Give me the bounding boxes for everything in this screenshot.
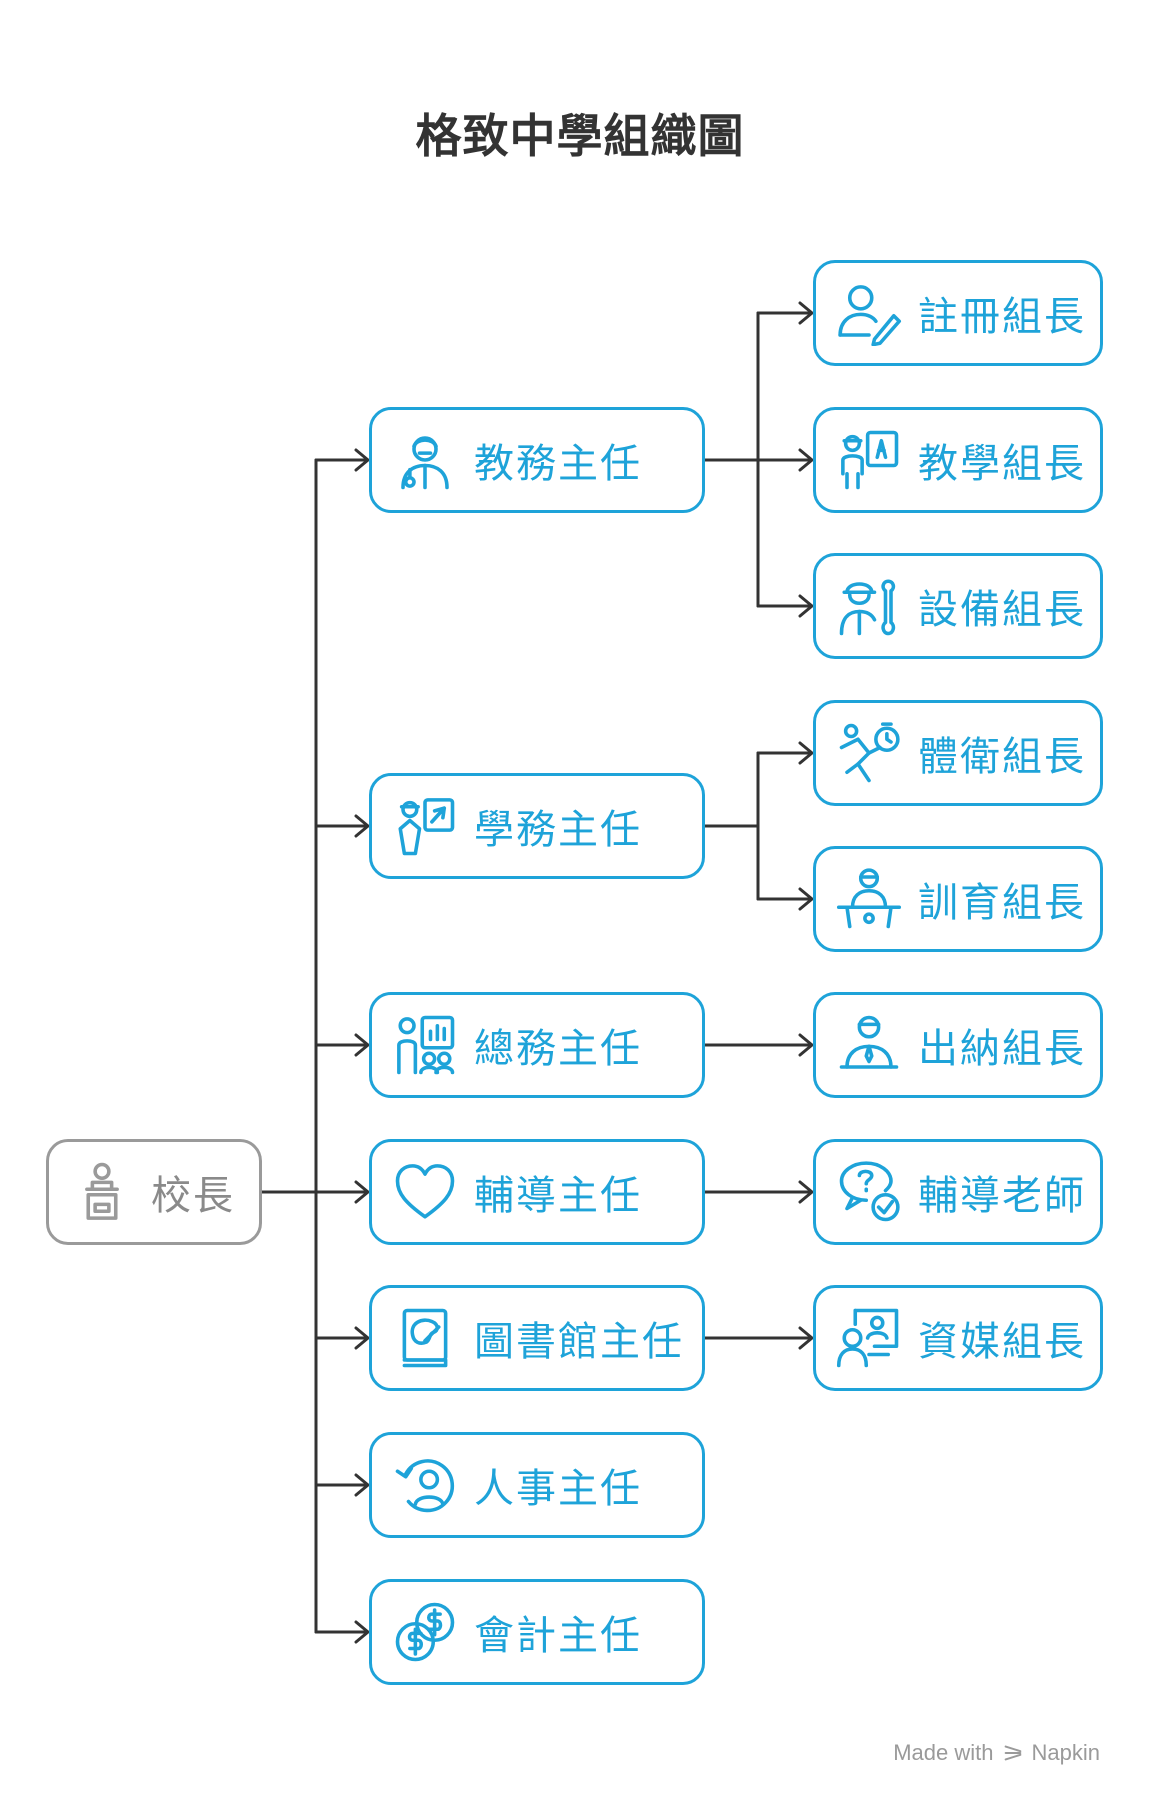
node-label: 會計主任 — [474, 1613, 642, 1659]
node-section-teaching[interactable]: 教學組長 — [813, 407, 1103, 513]
person-refresh-icon — [392, 1452, 458, 1518]
node-section-sports-health[interactable]: 體衛組長 — [813, 700, 1103, 806]
coins-icon — [392, 1599, 458, 1665]
node-director-student-affairs[interactable]: 學務主任 — [369, 773, 705, 879]
node-label: 學務主任 — [474, 807, 642, 853]
node-director-accounting[interactable]: 會計主任 — [369, 1579, 705, 1685]
node-section-counselor[interactable]: 輔導老師 — [813, 1139, 1103, 1245]
node-label: 資媒組長 — [918, 1319, 1086, 1365]
node-label: 總務主任 — [474, 1026, 642, 1072]
teacher-board-icon — [836, 427, 902, 493]
footer-credit: Made with Napkin — [893, 1740, 1100, 1766]
node-label: 訓育組長 — [918, 880, 1086, 926]
person-pen-icon — [836, 280, 902, 346]
node-label: 註冊組長 — [918, 294, 1086, 340]
page-title: 格致中學組織圖 — [415, 109, 745, 163]
node-director-general-affairs[interactable]: 總務主任 — [369, 992, 705, 1098]
node-label: 輔導老師 — [918, 1173, 1086, 1219]
node-label: 體衛組長 — [918, 734, 1086, 780]
person-screen-icon — [836, 1305, 902, 1371]
node-label: 教務主任 — [474, 441, 642, 487]
node-director-personnel[interactable]: 人事主任 — [369, 1432, 705, 1538]
node-section-media[interactable]: 資媒組長 — [813, 1285, 1103, 1391]
teacher-icon — [392, 427, 458, 493]
node-label: 設備組長 — [918, 587, 1086, 633]
node-label: 出納組長 — [918, 1026, 1086, 1072]
person-desk-icon — [836, 866, 902, 932]
node-principal[interactable]: 校長 — [46, 1139, 262, 1245]
node-label: 校長 — [151, 1173, 235, 1219]
footer-made-with: Made with — [893, 1740, 994, 1765]
footer-brand: Napkin — [1031, 1740, 1100, 1765]
napkin-logo-icon — [1002, 1742, 1024, 1764]
art-book-icon — [392, 1305, 458, 1371]
presentation-chart-icon — [392, 1012, 458, 1078]
node-section-discipline[interactable]: 訓育組長 — [813, 846, 1103, 952]
node-section-registration[interactable]: 註冊組長 — [813, 260, 1103, 366]
node-director-library[interactable]: 圖書館主任 — [369, 1285, 705, 1391]
chat-question-icon — [836, 1159, 902, 1225]
student-board-icon — [392, 793, 458, 859]
worker-wrench-icon — [836, 573, 902, 639]
node-label: 人事主任 — [474, 1466, 642, 1512]
node-director-academic[interactable]: 教務主任 — [369, 407, 705, 513]
node-section-cashier[interactable]: 出納組長 — [813, 992, 1103, 1098]
node-label: 輔導主任 — [474, 1173, 642, 1219]
node-section-equipment[interactable]: 設備組長 — [813, 553, 1103, 659]
podium-speaker-icon — [69, 1159, 135, 1225]
node-director-counseling[interactable]: 輔導主任 — [369, 1139, 705, 1245]
node-label: 教學組長 — [918, 441, 1086, 487]
node-label: 圖書館主任 — [474, 1319, 684, 1365]
cashier-icon — [836, 1012, 902, 1078]
heart-icon — [392, 1159, 458, 1225]
runner-stopwatch-icon — [836, 720, 902, 786]
